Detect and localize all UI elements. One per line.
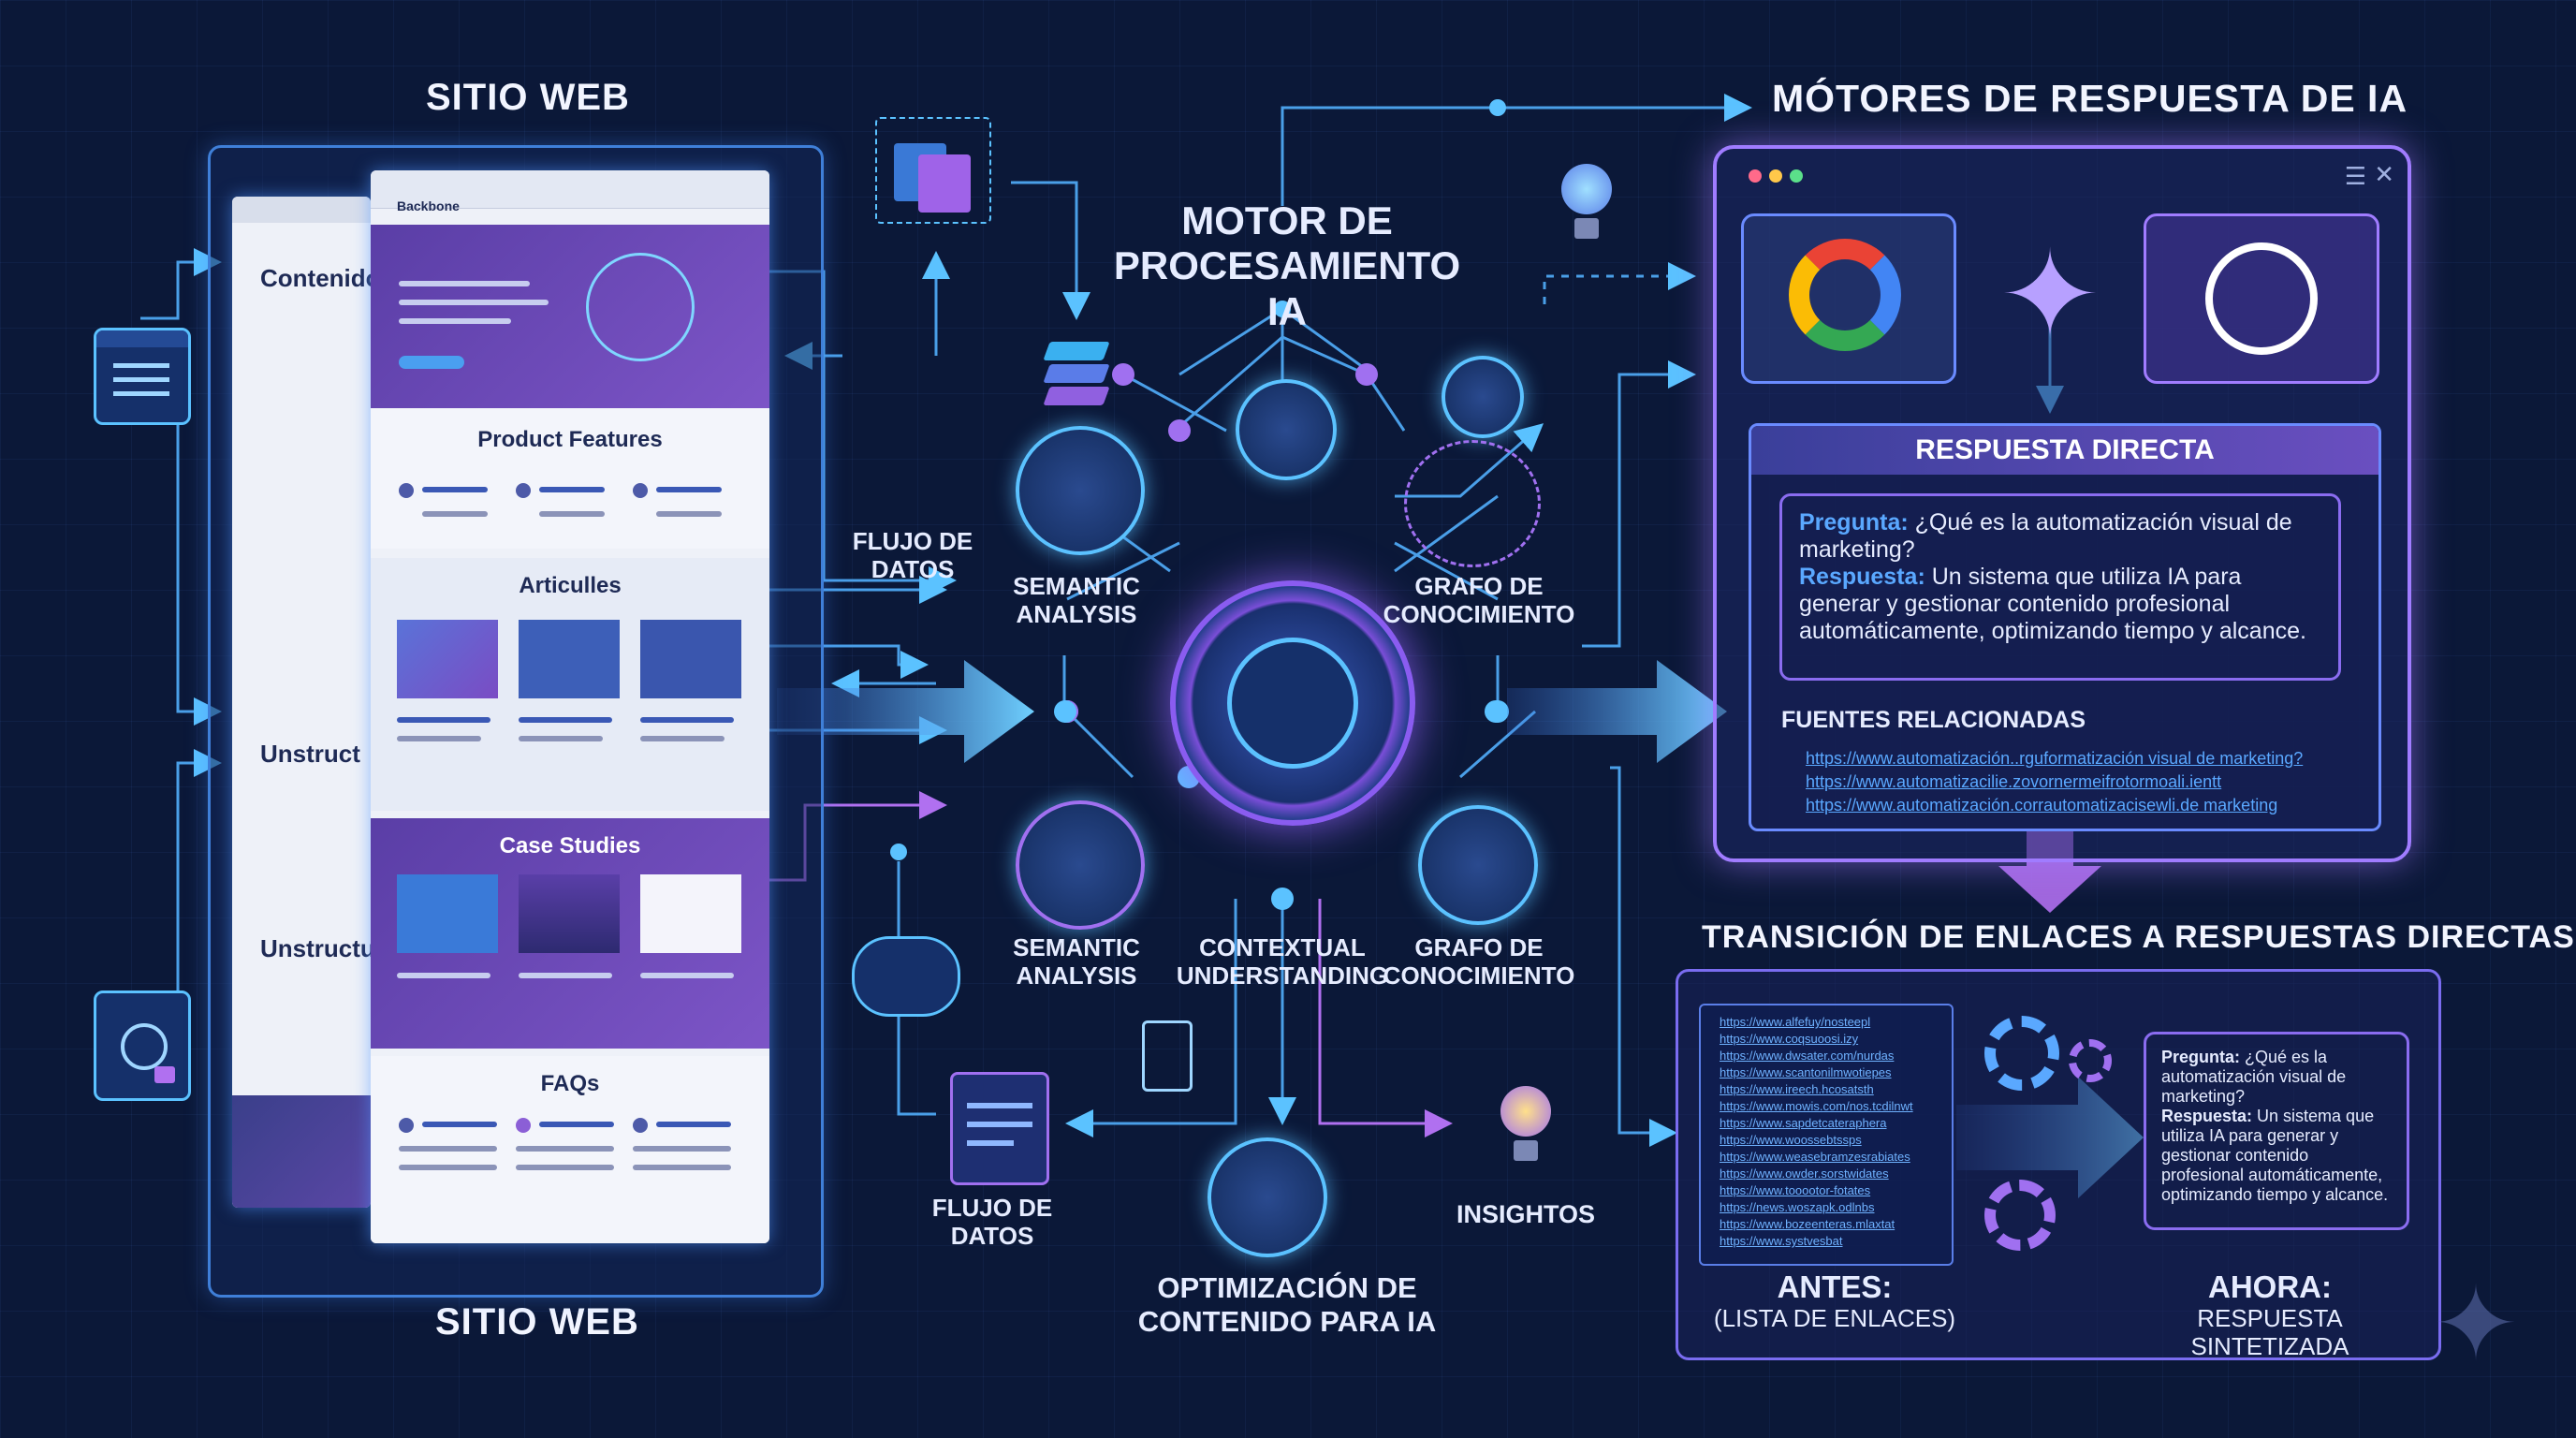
respuesta-directa-title: RESPUESTA DIRECTA: [1751, 426, 2378, 475]
browser-list-icon: [94, 328, 191, 425]
sparkle-icon: ✦: [1998, 227, 2101, 363]
brain-icon-bottom: [1016, 800, 1145, 930]
grafo-conocimiento-label-top: GRAFO DE CONOCIMIENTO: [1383, 572, 1575, 628]
knowledge-graph-icon: [1404, 440, 1541, 567]
motores-respuesta-title: MÓTORES DE RESPUESTA DE IA: [1772, 77, 2408, 120]
fuente-link-2[interactable]: https://www.automatizacilie.zovornermeif…: [1806, 772, 2222, 791]
semantic-analysis-label-top: SEMANTIC ANALYSIS: [1013, 572, 1140, 628]
link-list-item[interactable]: https://news.woszapk.odlnbs: [1720, 1200, 1875, 1214]
gear-icon-transition-3: [1984, 1180, 2056, 1251]
ahora-label: AHORA: RESPUESTA SINTETIZADA: [2190, 1269, 2349, 1360]
section-articulles: Articulles: [519, 573, 622, 598]
synth-answer-bubble: Pregunta: ¿Qué es la automatización visu…: [2144, 1032, 2409, 1230]
insightos-label: INSIGHTOS: [1456, 1200, 1596, 1228]
link-list-item[interactable]: https://www.dwsater.com/nurdas: [1720, 1049, 1895, 1063]
link-list-item[interactable]: https://www.ireech.hcosatsth: [1720, 1082, 1874, 1096]
section-faqs: FAQs: [540, 1071, 600, 1096]
lightbulb-icon-top: [1554, 164, 1619, 248]
flow-arrow-right: [1507, 660, 1727, 763]
link-list-item[interactable]: https://www.woossebtssps: [1720, 1133, 1862, 1147]
semantic-analysis-label-bottom: SEMANTIC ANALYSIS: [1013, 933, 1140, 990]
brand-name: Backbone: [397, 198, 460, 213]
flujo-datos-label-2: FLUJO DE DATOS: [931, 1194, 1053, 1250]
cloud-icon: [852, 936, 960, 1017]
motor-title-line1: MOTOR DE: [1181, 198, 1393, 242]
motor-title-line2: PROCESAMIENTO IA: [1113, 243, 1461, 333]
checklist-icon: [950, 1072, 1049, 1185]
flow-arrow-left: [777, 660, 1034, 763]
website-page-back: Contenido Unstruct Unstructu: [232, 197, 371, 1208]
link-list-box: https://www.alfefuy/nosteepl https://www…: [1699, 1004, 1954, 1266]
link-list-item[interactable]: https://www.coqsuoosi.izy: [1720, 1032, 1859, 1046]
gear-icon-top: [1236, 379, 1337, 480]
fuente-link-3[interactable]: https://www.automatización.corrautomatiz…: [1806, 796, 2278, 814]
back-section-unstruct-1: Unstruct: [260, 740, 360, 768]
transicion-title: TRANSICIÓN DE ENLACES A RESPUESTAS DIREC…: [1702, 919, 2575, 955]
gear-icon-transition-2: [2069, 1039, 2112, 1082]
google-icon: [1789, 239, 1901, 351]
layers-icon: [1039, 332, 1114, 407]
link-list-item[interactable]: https://www.alfefuy/nosteepl: [1720, 1015, 1871, 1029]
globe-lock-icon: [94, 990, 191, 1101]
grafo-conocimiento-label-bottom: GRAFO DE CONOCIMIENTO: [1383, 933, 1575, 990]
link-list-item[interactable]: https://www.systvesbat: [1720, 1234, 1843, 1248]
network-gear-icon: [1208, 1137, 1327, 1257]
antes-label: ANTES: (LISTA DE ENLACES): [1713, 1269, 1956, 1332]
link-list-item[interactable]: https://www.mowis.com/nos.tcdilnwt: [1720, 1099, 1913, 1113]
gear-icon-transition-1: [1984, 1016, 2059, 1091]
dna-icon: [1227, 638, 1358, 769]
network-icon: [586, 253, 695, 361]
section-product-features: Product Features: [477, 427, 663, 452]
respuesta-directa-panel: RESPUESTA DIRECTA Pregunta: ¿Qué es la a…: [1749, 423, 2381, 831]
document-frame-icon: [875, 117, 991, 224]
optimizacion-label: OPTIMIZACIÓN DE CONTENIDO PARA IA: [1137, 1271, 1437, 1338]
qa-bubble: Pregunta: ¿Qué es la automatización visu…: [1779, 493, 2341, 681]
link-list-item[interactable]: https://www.owder.sorstwidates: [1720, 1167, 1889, 1181]
sparkle-icon-corner: ✦: [2432, 1267, 2520, 1382]
link-list-item[interactable]: https://www.tooootor-fotates: [1720, 1183, 1871, 1197]
hero-section: [371, 225, 769, 408]
link-list-item[interactable]: https://www.sapdetcateraphera: [1720, 1116, 1887, 1130]
motor-title: MOTOR DE PROCESAMIENTO IA: [1090, 198, 1484, 334]
back-section-unstruct-2: Unstructu: [260, 934, 371, 962]
lightbulb-icon-bottom: [1493, 1086, 1559, 1170]
link-list-item[interactable]: https://www.scantonilmwotiepes: [1720, 1065, 1892, 1079]
menu-icon[interactable]: ☰: [2344, 162, 2366, 190]
website-page-front: Backbone Product Features Articulles Cas…: [371, 170, 769, 1243]
openai-engine-box[interactable]: [2144, 213, 2379, 384]
fuente-link-1[interactable]: https://www.automatización..rguformatiza…: [1806, 749, 2304, 768]
flujo-datos-label-1: FLUJO DE DATOS: [852, 527, 973, 583]
sitio-web-title-bottom: SITIO WEB: [435, 1301, 639, 1343]
fuentes-title: FUENTES RELACIONADAS: [1781, 707, 2086, 733]
section-case-studies: Case Studies: [499, 833, 641, 858]
openai-icon: [2205, 242, 2318, 355]
brain-icon-top: [1016, 426, 1145, 555]
back-section-contenido: Contenido: [260, 264, 371, 292]
link-list-item[interactable]: https://www.bozeenteras.mlaxtat: [1720, 1217, 1895, 1231]
sitio-web-title-top: SITIO WEB: [426, 77, 630, 118]
google-engine-box[interactable]: [1741, 213, 1956, 384]
link-list-item[interactable]: https://www.weasebramzesrabiates: [1720, 1150, 1910, 1164]
gear-icon-bottom: [1418, 805, 1538, 925]
tablet-icon: [1142, 1020, 1193, 1092]
central-ai-hub: [1170, 580, 1415, 826]
gear-icon-small: [1442, 356, 1524, 438]
close-icon[interactable]: ✕: [2374, 160, 2394, 188]
contextual-understanding-label: CONTEXTUAL UNDERSTANDING: [1176, 933, 1389, 990]
